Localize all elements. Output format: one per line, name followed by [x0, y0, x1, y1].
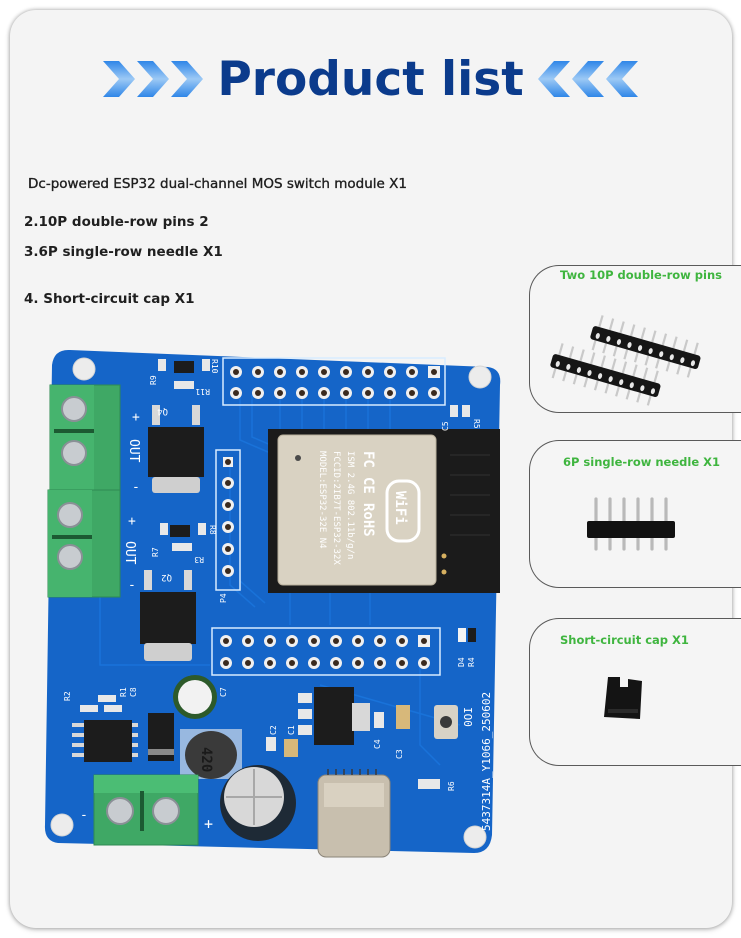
out2-minus-label: - — [128, 578, 136, 593]
board-serial-text: 5437314A_Y1066_250602 — [480, 692, 493, 831]
svg-text:R7: R7 — [151, 547, 160, 557]
svg-text:Q2: Q2 — [161, 572, 172, 582]
svg-text:R2: R2 — [63, 691, 72, 701]
accessory-label: 6P single-row needle X1 — [563, 455, 720, 469]
output-terminal-block-1 — [49, 384, 121, 491]
svg-text:+: + — [204, 815, 213, 833]
output-terminal-block-2 — [47, 489, 121, 598]
accessory-card-double-row-pins: Two 10P double-row pins — [529, 265, 741, 413]
svg-text:R1: R1 — [119, 687, 128, 697]
svg-text:C3: C3 — [395, 749, 404, 759]
accessory-card-single-row-needle: 6P single-row needle X1 — [529, 440, 741, 588]
chevrons-left-icon — [536, 57, 640, 101]
module-cert-rohs: RoHS — [360, 503, 376, 537]
title-row: Product list — [0, 44, 741, 114]
accessory-label: Two 10P double-row pins — [560, 268, 723, 282]
chevrons-right-icon — [101, 57, 205, 101]
header-2x10-bottom — [211, 627, 441, 676]
svg-text:R11: R11 — [195, 387, 210, 396]
input-terminal-block: - + — [80, 774, 213, 846]
product-item: 2.10P double-row pins 2 — [24, 214, 209, 230]
svg-text:WiFi: WiFi — [392, 491, 408, 525]
usb-c-port — [317, 769, 391, 858]
esp32-mos-switch-board: MODEL:ESP32-32E N4 FCCID:2IB7T-ESP32-32X… — [40, 345, 510, 860]
header-p4 — [215, 449, 241, 591]
module-model-text: MODEL:ESP32-32E N4 — [317, 451, 327, 549]
esp32-shield-can — [277, 434, 437, 586]
out2-plus-label: + — [128, 514, 136, 529]
boot-button-label: IO0 — [461, 707, 474, 727]
svg-text:R4: R4 — [467, 657, 476, 667]
svg-text:R5: R5 — [472, 419, 481, 429]
product-item: 3.6P single-row needle X1 — [24, 244, 223, 260]
module-cert-ce: CE — [360, 477, 376, 494]
accessory-card-short-circuit-cap: Short-circuit cap X1 — [529, 618, 741, 766]
svg-text:C8: C8 — [129, 687, 138, 697]
wifi-logo-icon: WiFi — [385, 479, 421, 543]
header-pins-bottom — [220, 635, 430, 669]
boot-button-io0[interactable]: IO0 — [434, 705, 474, 739]
capacitor-c7: C7 — [173, 675, 228, 719]
jumper-cap-icon — [604, 677, 642, 719]
svg-text:C1: C1 — [287, 725, 296, 735]
product-item: Dc-powered ESP32 dual-channel MOS switch… — [28, 176, 407, 192]
electrolytic-capacitor — [220, 765, 296, 841]
page-title: Product list — [217, 51, 524, 107]
module-fccid-text: FCCID:2IB7T-ESP32-32X — [331, 451, 341, 565]
out1-label: OUT — [126, 439, 141, 463]
out1-plus-label: + — [132, 410, 140, 425]
svg-text:R6: R6 — [447, 781, 456, 791]
single-row-pin-header-icon — [587, 497, 675, 551]
svg-text:R8: R8 — [208, 525, 217, 535]
header-2x10-top — [222, 357, 446, 406]
svg-text:P4: P4 — [219, 593, 228, 603]
svg-text:R3: R3 — [194, 555, 204, 564]
voltage-regulator — [298, 687, 370, 745]
soic8-chip: R2 R1 C8 — [63, 687, 138, 762]
accessory-label: Short-circuit cap X1 — [560, 633, 689, 647]
svg-text:C4: C4 — [373, 739, 382, 749]
smd-components-top: R9 R10 R11 R7 R8 R3 P4 C5 R5 D4 R4 — [149, 359, 481, 667]
header-pins-top — [230, 366, 440, 399]
svg-text:420: 420 — [198, 747, 214, 772]
svg-text:D4: D4 — [457, 657, 466, 667]
module-cert-fc: FC — [360, 451, 376, 468]
out1-minus-label: - — [132, 480, 140, 495]
svg-text:R10: R10 — [210, 359, 219, 374]
mosfet-q4: Q4 — [148, 405, 204, 493]
svg-text:C7: C7 — [219, 687, 228, 697]
mosfet-q2: Q2 — [140, 570, 196, 661]
svg-text:C2: C2 — [269, 725, 278, 735]
double-row-pin-header-icon — [545, 315, 701, 409]
inductor-420: 420 — [180, 729, 242, 779]
module-ism-text: ISM 2.4G 802.11b/g/n — [345, 451, 355, 559]
product-item: 4. Short-circuit cap X1 — [24, 291, 195, 307]
out2-label: OUT — [122, 541, 137, 565]
svg-text:C5: C5 — [441, 421, 450, 431]
mounting-hole-icon — [50, 357, 492, 849]
smd-components-bottom: C2 C1 C4 C3 R6 — [266, 705, 456, 791]
svg-text:-: - — [80, 808, 88, 823]
svg-text:R9: R9 — [149, 375, 158, 385]
svg-text:Q4: Q4 — [157, 406, 168, 416]
